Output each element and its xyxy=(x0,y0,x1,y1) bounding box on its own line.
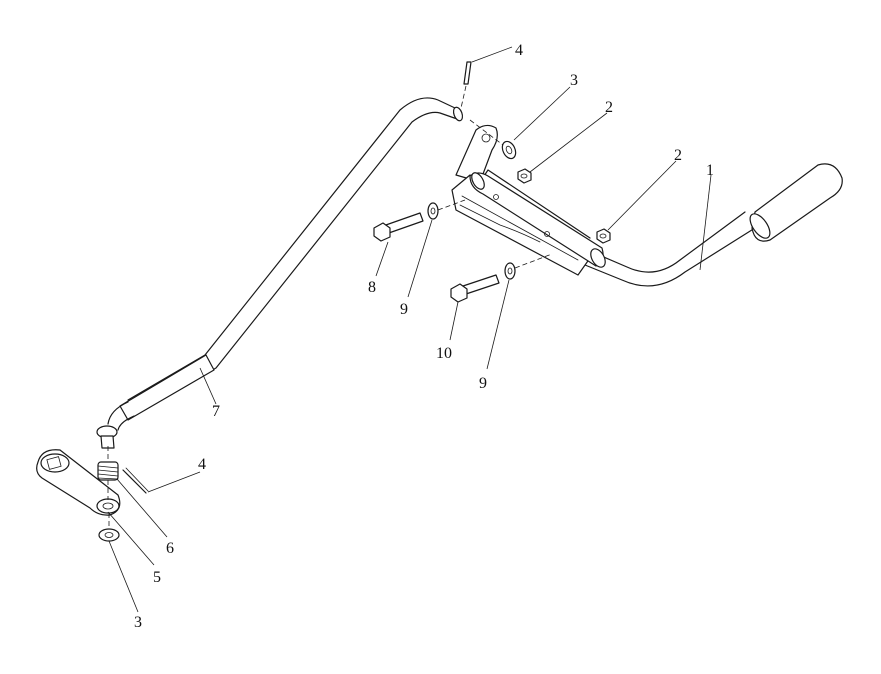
washer-bottom xyxy=(98,528,120,542)
washer-lower xyxy=(504,262,516,280)
crank-arm-part xyxy=(36,449,121,516)
callout-3-bottom: 3 xyxy=(134,614,142,631)
washer-top xyxy=(501,140,517,160)
callout-2-b: 2 xyxy=(674,147,682,164)
bolt-lower xyxy=(450,274,500,303)
callout-8: 8 xyxy=(368,279,376,296)
mounting-bracket xyxy=(451,124,606,276)
callout-7: 7 xyxy=(212,403,220,420)
assembly-lines xyxy=(107,85,553,528)
spring-part xyxy=(97,461,119,481)
callout-1: 1 xyxy=(706,162,714,179)
bolt-upper xyxy=(373,212,424,242)
callout-2-a: 2 xyxy=(605,99,613,116)
linkage-rod-part xyxy=(96,97,464,449)
callout-4-bottom: 4 xyxy=(198,456,206,473)
callout-labels: 4 3 2 2 1 8 9 10 9 7 4 6 5 3 xyxy=(134,42,714,631)
nut-a xyxy=(517,168,532,184)
callout-9-a: 9 xyxy=(400,301,408,318)
callout-4-top: 4 xyxy=(515,42,523,59)
cotter-pin-top xyxy=(463,61,472,85)
callout-3-top: 3 xyxy=(570,72,578,89)
cotter-pin-bottom xyxy=(122,469,147,494)
callout-5: 5 xyxy=(153,569,161,586)
callout-9-b: 9 xyxy=(479,375,487,392)
washer-upper xyxy=(427,202,439,220)
callout-6: 6 xyxy=(166,540,174,557)
callout-10: 10 xyxy=(436,345,452,362)
handle-lever-part xyxy=(584,163,843,287)
leader-lines xyxy=(107,46,712,613)
nut-b xyxy=(596,228,611,244)
